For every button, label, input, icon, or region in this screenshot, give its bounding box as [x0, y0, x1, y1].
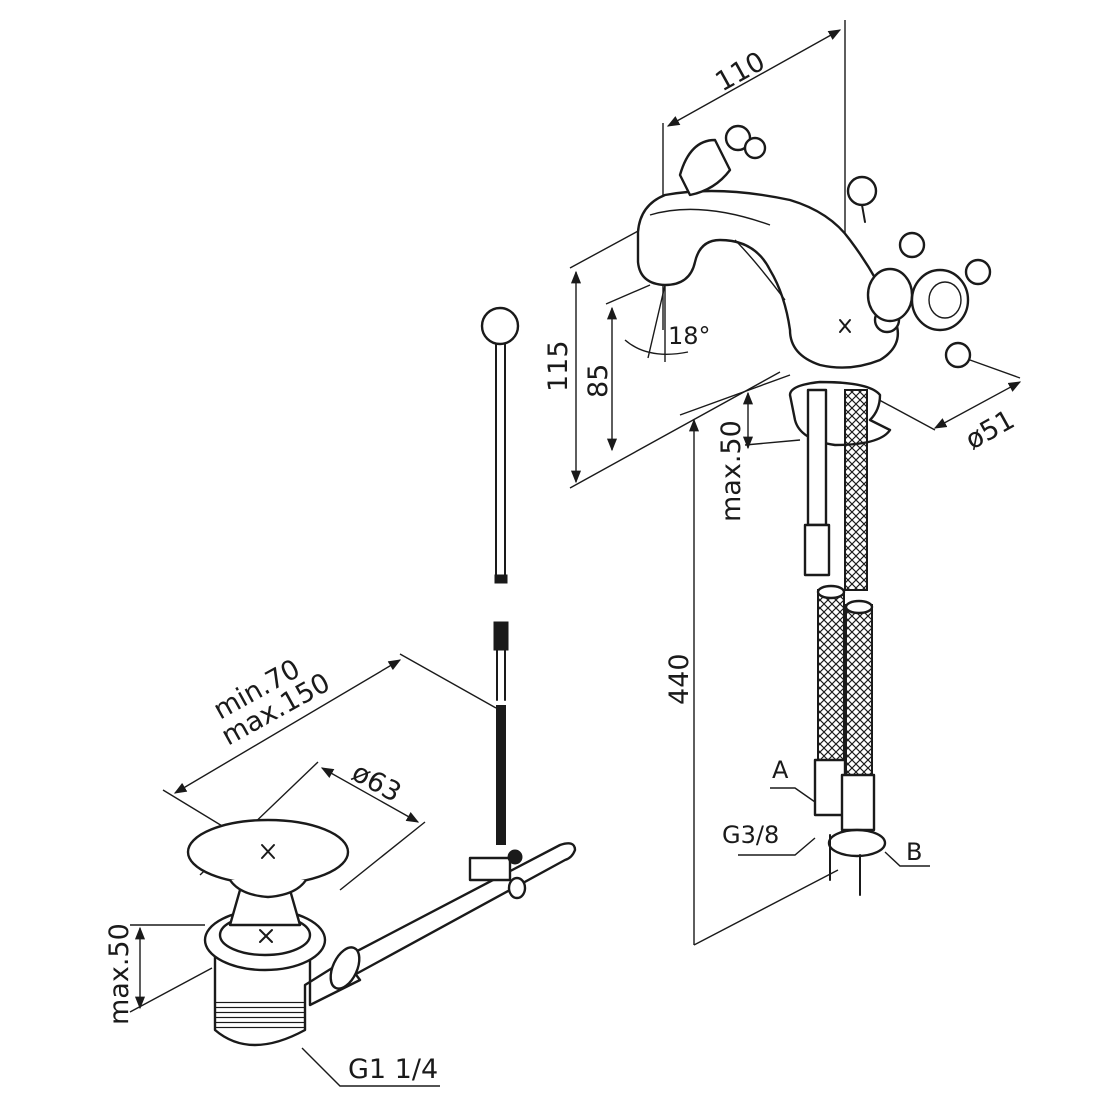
label-waste-deck: max.50 [104, 923, 135, 1025]
label-spout-height: 85 [583, 364, 614, 398]
dimension-deck-thickness: max.50 [679, 374, 801, 522]
base-washer [788, 380, 892, 447]
pull-rod [480, 306, 520, 845]
label-waste-thread: G1 1/4 [348, 1054, 438, 1085]
label-handle-diameter: ø51 [960, 404, 1020, 456]
label-hose-a: A [772, 756, 789, 784]
label-hose-length: 440 [664, 653, 695, 705]
label-plug-diameter: ø63 [347, 757, 407, 809]
label-waste-thread-group: G1 1/4 [301, 1047, 440, 1087]
dimension-heights: 115 85 18° [543, 229, 781, 489]
dimension-hose-length: 440 [664, 418, 839, 946]
connection-labels: A G3/8 B [722, 756, 930, 867]
mixer-body: 110 115 85 18° [543, 20, 1022, 946]
linkage-rod [338, 842, 577, 982]
label-hose-b: B [906, 838, 922, 866]
cross-handle [866, 231, 992, 369]
spout [636, 189, 900, 369]
popup-knobs [678, 124, 878, 223]
flexible-hoses [803, 388, 887, 896]
label-spout-angle: 18° [668, 322, 711, 350]
dimension-rod-distance: min.70 max.150 [162, 653, 497, 856]
dimension-handle-diameter: ø51 [869, 359, 1022, 456]
label-thread-g38: G3/8 [722, 821, 779, 849]
label-total-height: 115 [543, 340, 574, 392]
label-spout-reach: 110 [710, 46, 770, 98]
dimension-waste-deck: max.50 [104, 923, 213, 1025]
label-mixer-deck: max.50 [716, 420, 747, 522]
popup-waste: min.70 max.150 ø63 max.50 [104, 306, 577, 1087]
